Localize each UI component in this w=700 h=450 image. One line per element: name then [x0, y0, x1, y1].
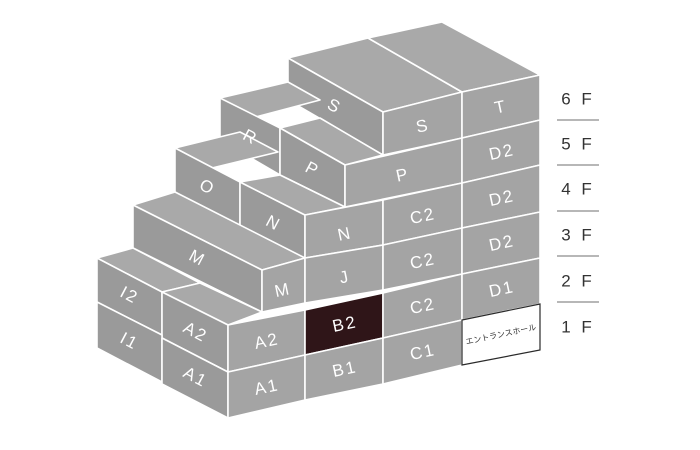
- entrance-hall-block: [461, 303, 541, 366]
- label-c2-3: C2: [408, 249, 437, 273]
- label-j: J: [338, 267, 352, 288]
- label-c2-2: C2: [408, 294, 437, 318]
- label-b2: B2: [331, 312, 359, 336]
- label-s-front: S: [414, 115, 431, 136]
- floor-label-3f: 3 F: [561, 225, 595, 244]
- label-a2-front: A2: [253, 329, 281, 353]
- label-c1: C1: [408, 340, 437, 364]
- label-d2-3: D2: [487, 231, 516, 255]
- label-b1: B1: [331, 357, 359, 381]
- floor-label-5f: 5 F: [561, 134, 595, 153]
- floor-label-2f: 2 F: [561, 271, 595, 290]
- floor-label-6f: 6 F: [561, 89, 595, 108]
- label-m-front: M: [273, 279, 293, 301]
- label-d1: D1: [487, 277, 516, 301]
- label-d2-5: D2: [487, 140, 516, 164]
- floor-label-4f: 4 F: [561, 179, 595, 198]
- label-d2-4: D2: [487, 186, 516, 210]
- label-p-front: P: [394, 164, 411, 185]
- label-m-top: M: [186, 246, 209, 270]
- floor-label-1f: 1 F: [561, 317, 595, 336]
- label-n-front: N: [336, 223, 354, 245]
- label-t: T: [493, 96, 509, 117]
- label-c2-4: C2: [408, 204, 437, 228]
- label-a1-front: A1: [253, 375, 281, 399]
